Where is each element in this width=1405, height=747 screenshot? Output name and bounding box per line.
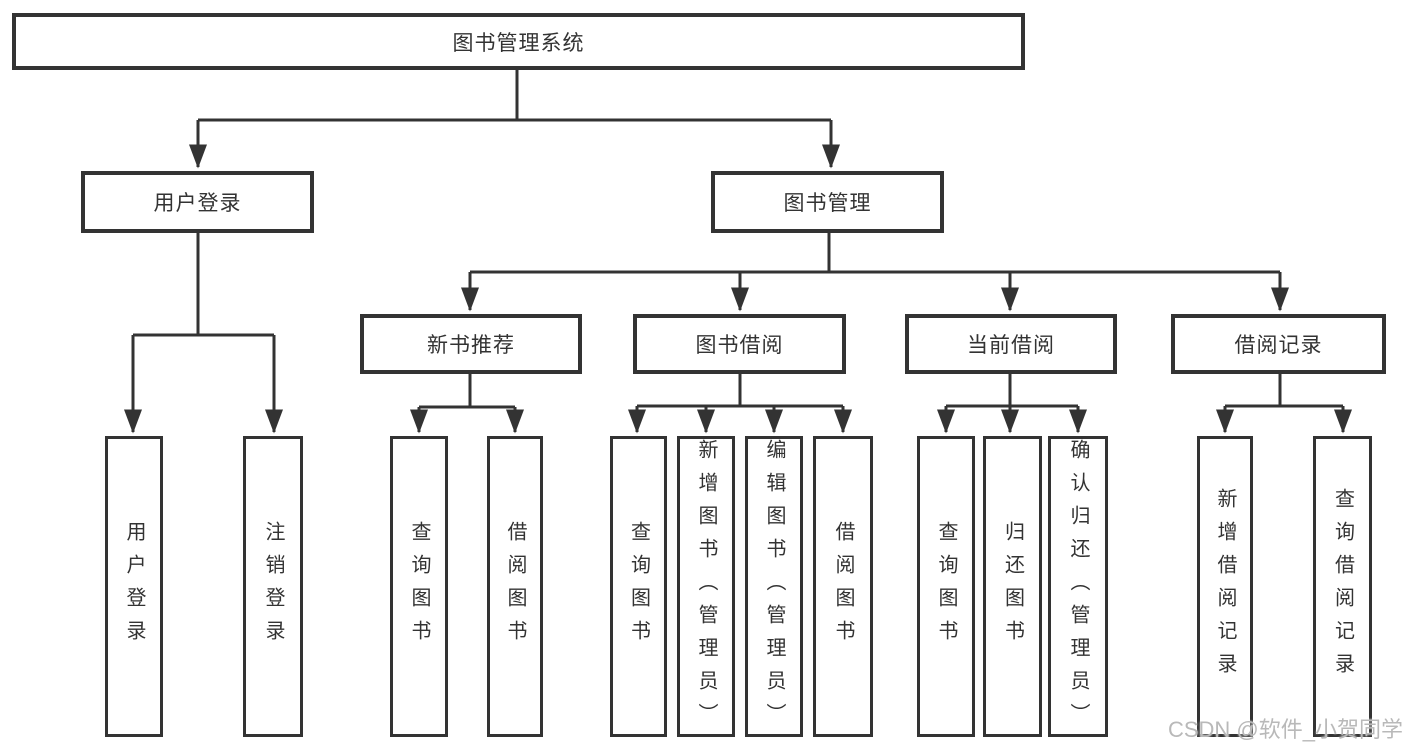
leaf-return-book-label: 归还图书 xyxy=(1001,520,1024,653)
leaf-add-borrow-record-label: 新增借阅记录 xyxy=(1214,487,1236,686)
leaf-recommend-borrow-book: 借阅图书 xyxy=(487,436,543,737)
leaf-user-login: 用户登录 xyxy=(105,436,163,737)
leaf-recommend-query-book-label: 查询图书 xyxy=(408,520,430,653)
leaf-logout: 注销登录 xyxy=(243,436,303,737)
leaf-add-borrow-record: 新增借阅记录 xyxy=(1197,436,1253,737)
leaf-logout-label: 注销登录 xyxy=(262,520,284,653)
node-borrowing-records: 借阅记录 xyxy=(1171,314,1386,374)
leaf-borrowing-query-book-label: 查询图书 xyxy=(627,520,650,653)
node-book-management: 图书管理 xyxy=(711,171,944,233)
node-user-login-branch: 用户登录 xyxy=(81,171,314,233)
leaf-current-query-book-label: 查询图书 xyxy=(935,520,957,653)
leaf-recommend-query-book: 查询图书 xyxy=(390,436,448,737)
node-current-borrowing: 当前借阅 xyxy=(905,314,1117,374)
leaf-user-login-label: 用户登录 xyxy=(123,520,145,653)
leaf-recommend-borrow-book-label: 借阅图书 xyxy=(504,520,526,653)
leaf-borrowing-borrow-book: 借阅图书 xyxy=(813,436,873,737)
node-root: 图书管理系统 xyxy=(12,13,1025,70)
leaf-add-book-admin-label: 新增图书（管理员） xyxy=(695,439,717,736)
leaf-add-book-admin: 新增图书（管理员） xyxy=(677,436,735,737)
leaf-edit-book-admin-label: 编辑图书（管理员） xyxy=(763,439,785,736)
leaf-borrowing-borrow-book-label: 借阅图书 xyxy=(832,520,854,653)
leaf-confirm-return-admin-label: 确认归还（管理员） xyxy=(1067,439,1089,736)
leaf-return-book: 归还图书 xyxy=(983,436,1042,737)
leaf-borrowing-query-book: 查询图书 xyxy=(610,436,667,737)
node-book-borrowing: 图书借阅 xyxy=(633,314,846,374)
node-new-book-recommend: 新书推荐 xyxy=(360,314,582,374)
leaf-edit-book-admin: 编辑图书（管理员） xyxy=(745,436,803,737)
leaf-current-query-book: 查询图书 xyxy=(917,436,975,737)
leaf-query-borrow-record: 查询借阅记录 xyxy=(1313,436,1372,737)
leaf-confirm-return-admin: 确认归还（管理员） xyxy=(1048,436,1108,737)
leaf-query-borrow-record-label: 查询借阅记录 xyxy=(1331,487,1354,686)
csdn-watermark: CSDN @软件_小贺同学 xyxy=(1167,717,1403,742)
